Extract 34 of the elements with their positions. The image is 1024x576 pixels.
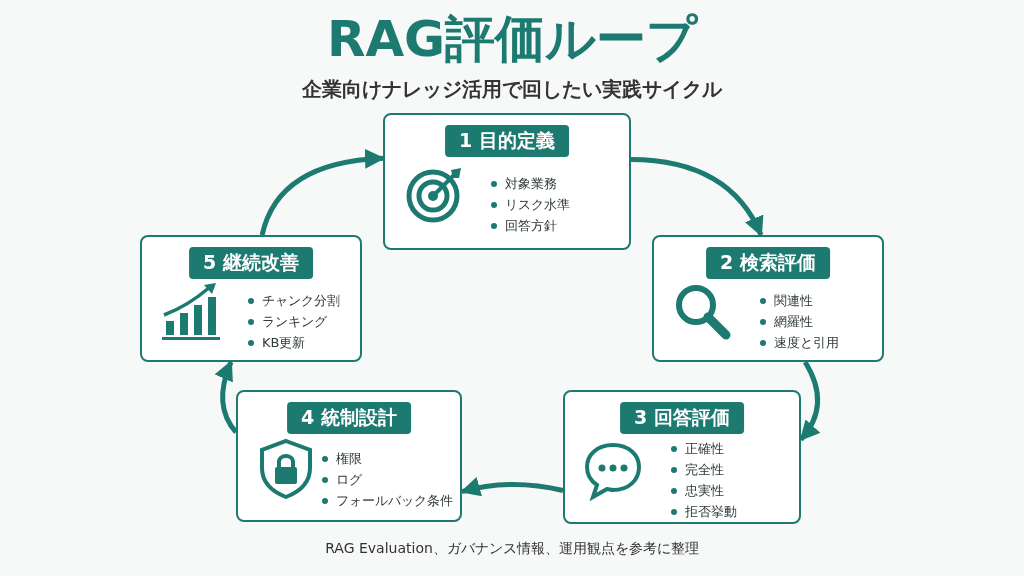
cycle-arrow [460,477,564,497]
step-heading: 1 目的定義 [445,125,569,157]
cycle-arrow [259,149,385,236]
cycle-arrow [630,157,764,237]
step-card [652,235,884,362]
bullet-item: 速度と引用 [760,332,839,353]
step-heading: 4 統制設計 [287,402,411,434]
step-card [383,113,631,250]
step-heading: 2 検索評価 [706,247,830,279]
cycle-arrow [799,360,821,442]
bullet-item: リスク水準 [491,194,570,215]
step-heading: 3 回答評価 [620,402,744,434]
bullet-item: フォールバック条件 [322,489,453,511]
caption: RAG Evaluation、ガバナンス情報、運用観点を参考に整理 [324,540,700,558]
bullet-item: ログ [322,468,453,490]
bullet-item: チャンク分割 [248,290,340,311]
subtitle: 企業向けナレッジ活用で回したい実践サイクル [301,76,724,103]
step-card [236,390,462,522]
bullet-item: 回答方針 [491,215,570,236]
bullet-item: 対象業務 [491,173,570,194]
step-card [563,390,801,524]
title: RAG評価ループ [325,9,699,70]
bullet-item: 権限 [322,447,453,469]
bullet-item: 関連性 [760,290,839,311]
bullet-item: 正確性 [671,438,737,459]
bullet-item: 拒否挙動 [671,501,737,522]
bullet-item: 網羅性 [760,311,839,332]
cycle-arrow [214,360,238,434]
bullet-item: 忠実性 [671,480,737,501]
step-heading: 5 継続改善 [189,247,313,279]
bullet-item: ランキング [248,311,340,332]
bullet-item: KB更新 [248,332,340,353]
bullet-item: 完全性 [671,459,737,480]
step-card [140,235,362,362]
